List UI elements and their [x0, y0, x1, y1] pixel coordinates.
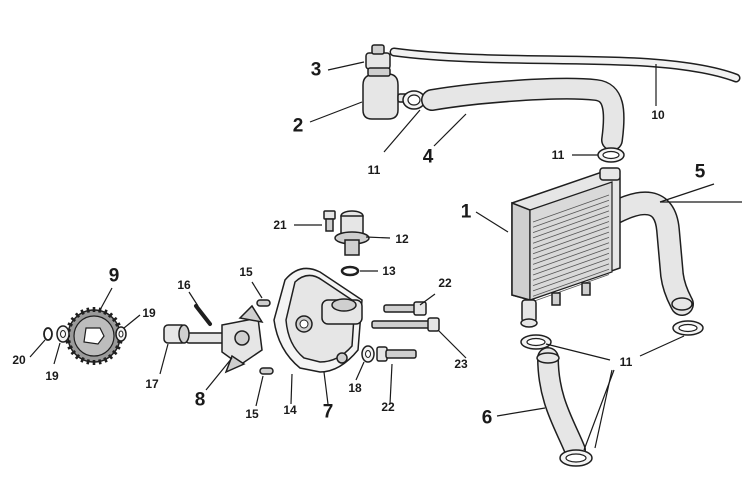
callout-2: 2	[292, 115, 304, 137]
gear-tooth	[67, 345, 73, 350]
gear-tooth	[70, 316, 77, 323]
radiator-fin	[532, 221, 610, 249]
callout-12: 12	[395, 232, 409, 246]
gear-tooth	[115, 345, 121, 350]
callout-17: 17	[145, 377, 159, 391]
hose-clamp-lower-left	[520, 334, 552, 350]
hose-clamp-upper-right	[597, 147, 625, 163]
bolt-lower	[376, 346, 417, 362]
o-ring	[340, 265, 360, 277]
callout-4: 4	[422, 146, 434, 168]
radiator-fin	[532, 210, 610, 239]
callout-11-radiator: 11	[551, 148, 565, 162]
gear-tooth	[107, 312, 114, 319]
gear-tooth	[74, 312, 81, 319]
callout-21: 21	[273, 218, 287, 232]
gear-tooth	[107, 353, 114, 360]
callout-1: 1	[460, 201, 472, 223]
callout-13: 13	[382, 264, 396, 278]
radiator-fin	[532, 258, 610, 286]
callout-20: 20	[12, 353, 26, 367]
callout-15-lower: 15	[245, 407, 259, 421]
gear-tooth	[111, 349, 118, 356]
radiator-fin	[532, 231, 610, 260]
callout-11-lower: 11	[619, 355, 633, 369]
hose-clamp-lower-right	[672, 320, 704, 336]
upper-coolant-hose	[421, 77, 625, 151]
gear-tooth	[115, 322, 121, 327]
radiator-fin	[532, 252, 610, 281]
gear-tooth	[111, 316, 118, 323]
long-bolt	[371, 317, 440, 332]
callout-15-upper: 15	[239, 265, 253, 279]
callout-7: 7	[322, 401, 334, 423]
gear-tooth	[65, 340, 71, 344]
radiator-return-hose	[604, 191, 694, 316]
washer-left	[56, 325, 70, 343]
hose-clamp-bottom	[559, 449, 593, 467]
callout-22-lower: 22	[381, 400, 395, 414]
gear-tooth	[80, 309, 85, 315]
radiator-fin	[532, 226, 610, 255]
lower-coolant-hose	[536, 347, 586, 461]
gear-tooth	[117, 340, 123, 344]
radiator-fin	[532, 205, 610, 233]
gear-tooth	[103, 357, 108, 363]
overflow-hose	[389, 47, 741, 83]
leader-lines	[29, 61, 742, 451]
callout-18: 18	[348, 381, 362, 395]
callout-16: 16	[177, 278, 191, 292]
callout-6: 6	[481, 407, 493, 429]
radiator-fin	[532, 194, 610, 223]
dowel-pin-upper	[256, 299, 271, 307]
callout-5: 5	[694, 161, 706, 183]
callout-22-upper: 22	[438, 276, 452, 290]
radiator-fin	[532, 263, 610, 292]
gear-tooth	[103, 309, 108, 315]
radiator-fin	[532, 199, 610, 228]
callout-19-right: 19	[142, 306, 156, 320]
callout-11-reservoir: 11	[367, 163, 381, 177]
callout-3: 3	[310, 59, 322, 81]
radiator-fin	[532, 242, 610, 271]
sealing-washer	[361, 345, 375, 363]
gear-tooth	[67, 322, 73, 327]
radiator-fin	[532, 215, 610, 244]
gear-tooth	[98, 359, 102, 365]
gear-tooth	[74, 353, 81, 360]
thermostat-screw	[323, 210, 336, 232]
radiator-fin	[532, 237, 610, 265]
thermostat-housing	[334, 210, 370, 256]
callout-14: 14	[283, 403, 297, 417]
callout-23: 23	[454, 357, 468, 371]
radiator-fin	[532, 268, 610, 297]
callout-8: 8	[194, 389, 206, 411]
callout-10: 10	[651, 108, 665, 122]
callout-19-left: 19	[45, 369, 59, 383]
bolt-upper	[383, 301, 427, 316]
expansion-reservoir	[362, 67, 412, 120]
dowel-pin-lower	[259, 367, 274, 375]
gear-tooth	[70, 349, 77, 356]
washer-right	[115, 326, 127, 342]
radiator-fin	[532, 247, 610, 276]
circlip	[43, 327, 53, 341]
gear-tooth	[86, 359, 90, 365]
radiator	[511, 167, 621, 328]
pin	[194, 304, 212, 326]
impeller-shaft	[185, 304, 264, 374]
shaft-bushing	[163, 324, 190, 344]
drive-gear	[65, 307, 123, 365]
callout-9: 9	[108, 265, 120, 287]
pump-housing	[273, 267, 363, 373]
reservoir-cap	[365, 44, 391, 70]
gear-tooth	[86, 307, 90, 313]
radiator-fin	[532, 274, 610, 302]
gear-tooth	[80, 357, 85, 363]
